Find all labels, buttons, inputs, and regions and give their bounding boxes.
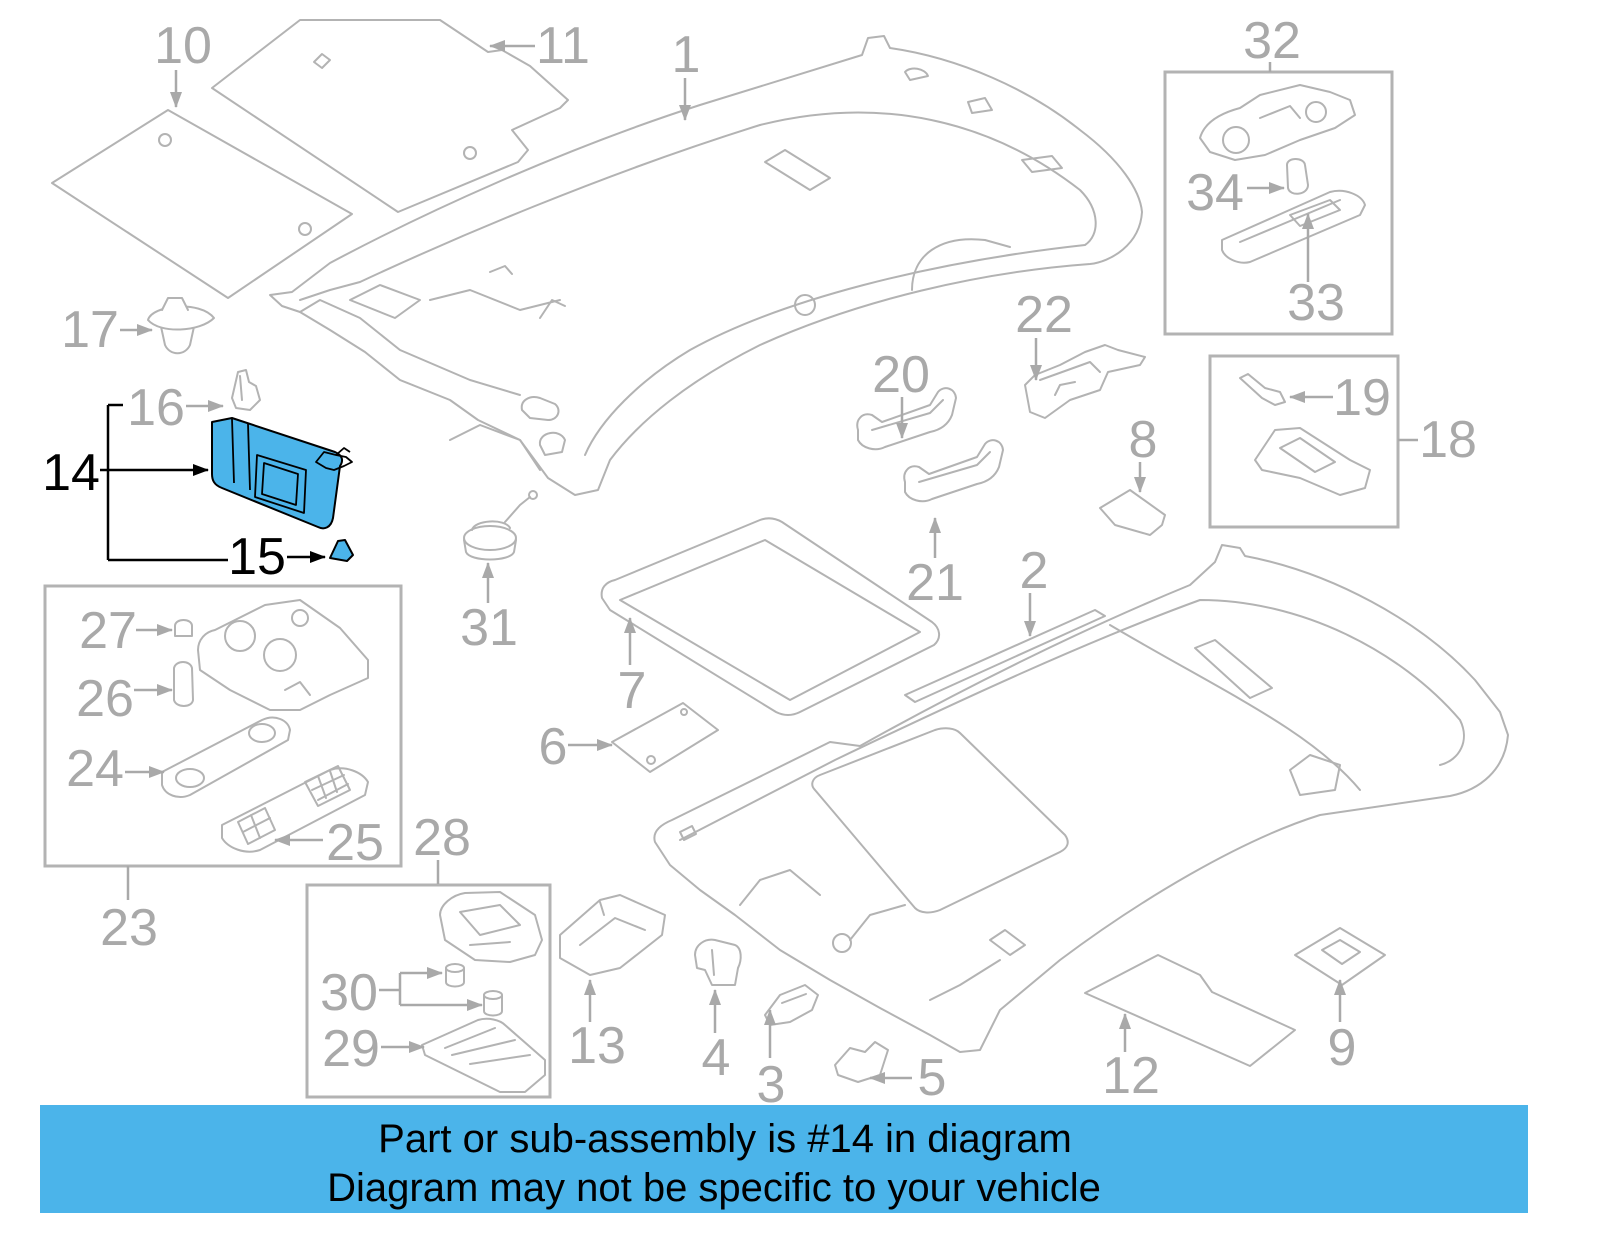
callout-11: 11 [536, 17, 590, 75]
lamp-part-9 [1294, 927, 1386, 986]
callout-33: 33 [1287, 274, 1345, 332]
callout-1: 1 [672, 26, 701, 84]
callout-28: 28 [413, 809, 471, 867]
panel-part-10 [51, 109, 353, 299]
callout-6: 6 [539, 718, 568, 776]
callout-13: 13 [568, 1017, 626, 1075]
bulb-part-19 [1239, 373, 1286, 406]
lens-part-33 [1221, 189, 1366, 264]
clip-part-3 [764, 984, 819, 1026]
callout-31: 31 [460, 599, 518, 657]
bulb-part-26 [173, 661, 194, 707]
callout-8: 8 [1129, 411, 1158, 469]
sun-visor-part-14 [211, 417, 353, 530]
lens-part-24 [161, 716, 291, 798]
callout-17: 17 [61, 301, 119, 359]
callout-2: 2 [1020, 542, 1049, 600]
callout-12: 12 [1102, 1047, 1160, 1105]
lens-part-29 [421, 1017, 546, 1093]
bracket-part-13 [559, 894, 666, 976]
panel-part-12 [1084, 954, 1296, 1067]
callout-25: 25 [326, 814, 384, 872]
console-part-23 [197, 599, 369, 711]
callout-3: 3 [757, 1056, 786, 1114]
bulbs-part-30 [445, 963, 503, 1017]
grab-handle-part-20 [856, 387, 957, 451]
callout-labels: 10 11 1 32 34 33 17 22 20 16 19 18 8 14 … [42, 12, 1477, 1114]
callout-9: 9 [1328, 1019, 1357, 1077]
leader-lines [120, 40, 1418, 1084]
headliner-part-2 [653, 544, 1509, 1053]
clip-part-4 [694, 938, 742, 986]
headliner-part-1 [269, 35, 1143, 496]
clip-part-16 [231, 369, 261, 411]
callout-21: 21 [906, 554, 964, 612]
lamp-part-18 [1254, 427, 1371, 496]
assembly-box-18 [1208, 354, 1400, 529]
callout-23: 23 [100, 899, 158, 957]
callout-5: 5 [918, 1049, 947, 1107]
callout-30: 30 [320, 964, 378, 1022]
callout-18: 18 [1419, 411, 1477, 469]
console-part-28 [439, 891, 543, 963]
sunroof-frame-part-7 [600, 517, 940, 716]
callout-16: 16 [127, 379, 185, 437]
callout-7: 7 [618, 662, 647, 720]
lens-part-25 [221, 767, 369, 853]
callout-22: 22 [1015, 286, 1073, 344]
banner-line-2: Diagram may not be specific to your vehi… [327, 1166, 1101, 1210]
clip-part-17 [147, 297, 215, 355]
grab-handle-part-21 [903, 439, 1004, 503]
banner-line-1: Part or sub-assembly is #14 in diagram [378, 1117, 1072, 1161]
clip-part-5 [834, 1041, 889, 1083]
panel-part-11 [211, 19, 569, 213]
assembly-box-32 [1163, 70, 1394, 336]
pad-part-8 [1099, 489, 1166, 536]
callout-4: 4 [702, 1029, 731, 1087]
assembly-box-23 [43, 584, 403, 868]
info-banner: Part or sub-assembly is #14 in diagram D… [40, 1105, 1528, 1213]
clip-part-15 [329, 539, 354, 562]
pad-part-6 [611, 702, 719, 773]
assembly-box-28 [305, 883, 552, 1099]
callout-24: 24 [66, 740, 124, 798]
callout-14-selected: 14 [42, 444, 100, 502]
console-part-32 [1199, 84, 1356, 161]
callout-29: 29 [322, 1020, 380, 1078]
callout-19: 19 [1333, 369, 1391, 427]
callout-27: 27 [79, 602, 137, 660]
bracket-part-22 [1024, 344, 1146, 419]
callout-34: 34 [1186, 164, 1244, 222]
callout-10: 10 [154, 17, 212, 75]
bulb-part-27 [174, 619, 193, 637]
banner-background [40, 1105, 1528, 1213]
selected-part-bracket [100, 403, 326, 563]
callout-32: 32 [1243, 12, 1301, 70]
callout-26: 26 [76, 670, 134, 728]
callout-20: 20 [872, 346, 930, 404]
callout-15-selected: 15 [228, 528, 286, 586]
bulb-part-34 [1286, 158, 1309, 195]
lamp-part-31 [463, 490, 538, 561]
